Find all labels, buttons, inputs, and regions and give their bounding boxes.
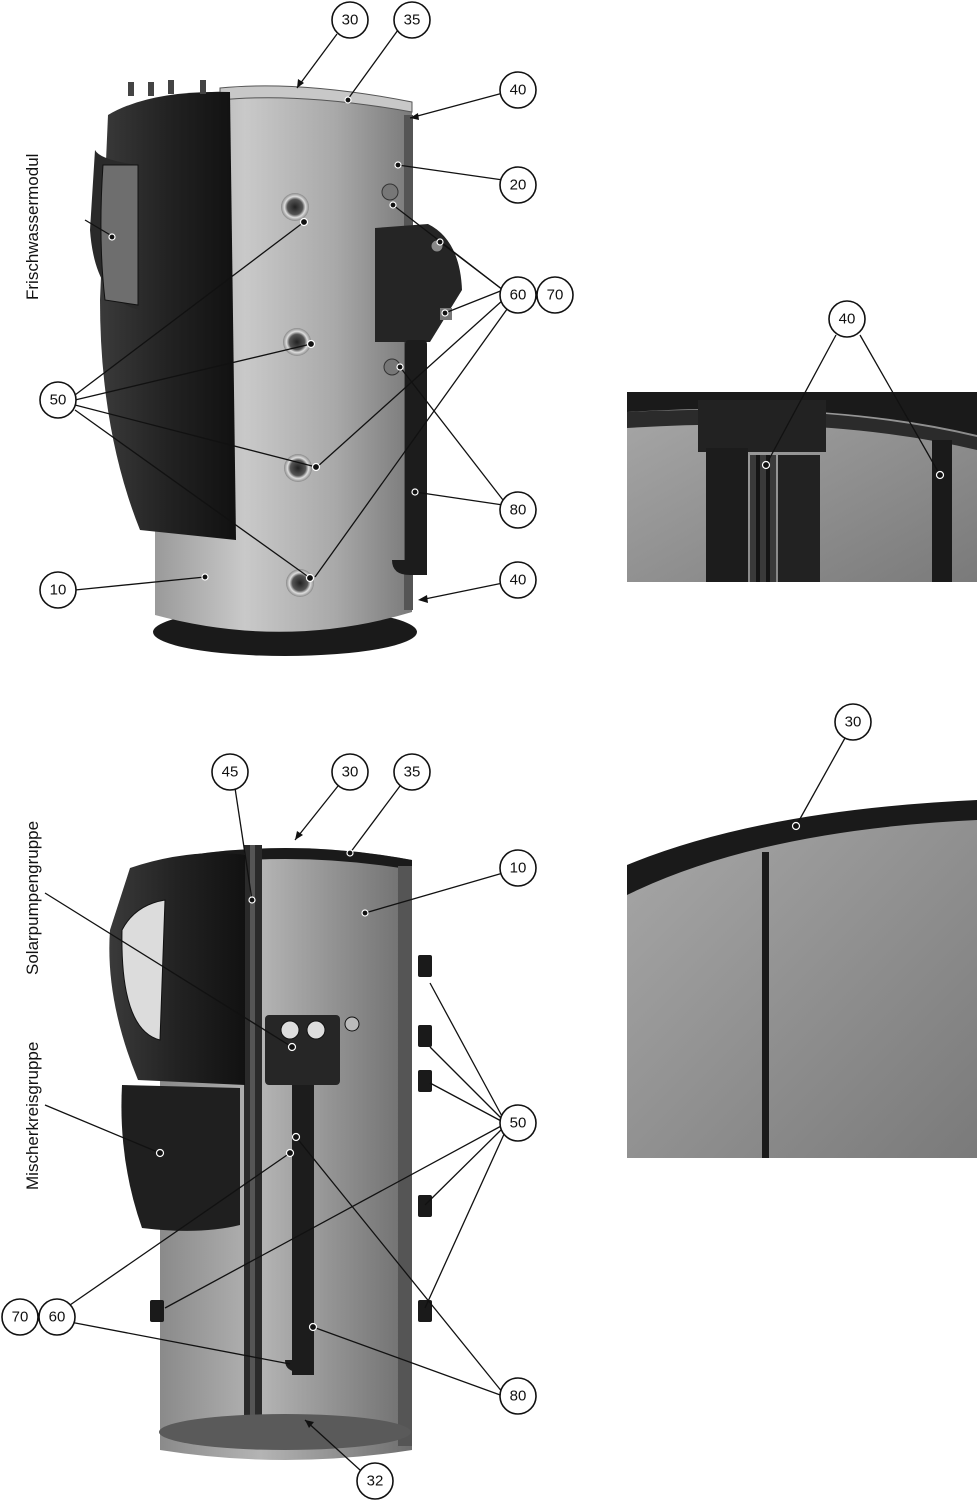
callout-70-bottom: 70	[1, 1298, 39, 1336]
callout-30-detail: 30	[834, 703, 872, 741]
svg-text:80: 80	[510, 502, 527, 519]
svg-text:35: 35	[404, 12, 421, 29]
callout-20-top: 20	[499, 166, 537, 204]
callout-40-detail: 40	[828, 300, 866, 338]
svg-text:80: 80	[510, 1388, 527, 1405]
callout-35-top: 35	[393, 1, 431, 39]
label-frischwassermodul: Frischwassermodul	[23, 154, 42, 300]
callout-50-bottom: 50	[499, 1104, 537, 1142]
callout-80-bottom: 80	[499, 1377, 537, 1415]
svg-text:60: 60	[49, 1309, 66, 1326]
callout-45-bottom: 45	[211, 753, 249, 791]
label-solarpumpengruppe: Solarpumpengruppe	[23, 821, 42, 975]
svg-text:35: 35	[404, 764, 421, 781]
svg-text:50: 50	[510, 1115, 527, 1132]
callout-70-top: 70	[536, 276, 574, 314]
svg-text:70: 70	[12, 1309, 29, 1326]
svg-text:20: 20	[510, 177, 527, 194]
callout-80-top: 80	[499, 491, 537, 529]
svg-text:30: 30	[342, 12, 359, 29]
bottom-leader-lines	[44, 785, 506, 1471]
callout-30-top: 30	[331, 1, 369, 39]
detail-30-photo	[627, 737, 977, 1158]
callout-50-top: 50	[39, 381, 77, 419]
svg-text:50: 50	[50, 392, 67, 409]
callout-32-bottom: 32	[356, 1462, 394, 1500]
svg-text:60: 60	[510, 287, 527, 304]
frischwassermodul-unit	[90, 80, 236, 540]
svg-text:32: 32	[367, 1473, 384, 1490]
svg-text:70: 70	[547, 287, 564, 304]
bottom-tank-ports	[150, 955, 432, 1322]
svg-text:40: 40	[839, 311, 856, 328]
callout-40b-top: 40	[499, 561, 537, 599]
svg-text:45: 45	[222, 764, 239, 781]
label-mischerkreisgruppe: Mischerkreisgruppe	[23, 1042, 42, 1190]
svg-text:40: 40	[510, 572, 527, 589]
mischerkreisgruppe-unit	[121, 1085, 240, 1231]
top-leader-lines	[74, 29, 511, 603]
svg-text:30: 30	[342, 764, 359, 781]
callout-60-top: 60	[499, 276, 537, 314]
svg-text:10: 10	[50, 582, 67, 599]
detail-40-photo	[627, 334, 977, 582]
solarpumpengruppe-unit	[109, 853, 245, 1085]
callout-35-bottom: 35	[393, 753, 431, 791]
top-leader-dots	[108, 96, 449, 583]
callout-10-bottom: 10	[499, 849, 537, 887]
callout-30-bottom: 30	[331, 753, 369, 791]
svg-text:10: 10	[510, 860, 527, 877]
top-tank-ports	[281, 183, 401, 597]
callout-60-bottom: 60	[38, 1298, 76, 1336]
svg-text:30: 30	[845, 714, 862, 731]
svg-text:40: 40	[510, 82, 527, 99]
callout-40-top: 40	[499, 71, 537, 109]
bottom-leader-dots	[155, 849, 369, 1332]
bottom-pump-group	[265, 1015, 360, 1375]
callout-10-top: 10	[39, 571, 77, 609]
